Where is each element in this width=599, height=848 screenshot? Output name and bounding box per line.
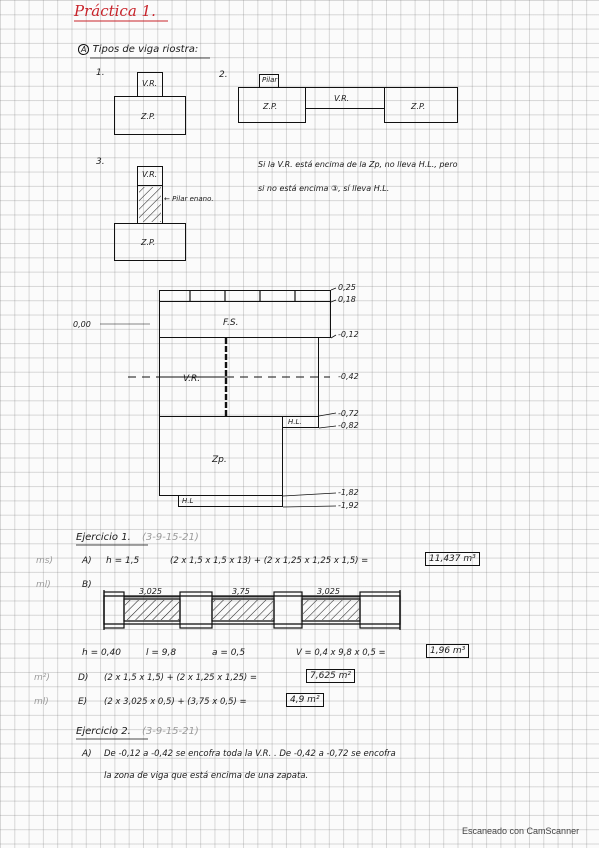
ex1-a-expr: (2 x 1,5 x 1,5 x 13) + (2 x 1,25 x 1,25 … [170,556,369,566]
ex1-d-label: D) [78,673,89,683]
margin-e: ml) [34,697,49,707]
ex1-a-label: A) [82,556,92,566]
pilar-enano-hatch [139,187,161,222]
ex2-line-1: De -0,12 a -0,42 se encofra toda la V.R.… [104,749,396,759]
type-2-number: 2. [219,70,228,80]
ejercicio-2-ref: (3-9-15-21) [141,726,199,737]
ex2-a-label: A) [82,749,92,759]
ex1-a-result: 11,437 m³ [425,552,480,566]
plan-hatch-3 [303,600,359,620]
zero-level: 0,00 [73,320,91,329]
type-2-zp-right [384,87,458,123]
level-minus-1-82: -1,82 [338,488,359,497]
ex1-e-expr: (2 x 3,025 x 0,5) + (3,75 x 0,5) = [104,697,247,707]
note-line-1: Si la V.R. está encima de la Zp, no llev… [258,160,458,169]
fs-label: F.S. [223,318,239,328]
ejercicio-1-heading: Ejercicio 1. (3-9-15-21) [76,532,199,543]
margin-a: ms) [36,556,53,566]
margin-d: m²) [34,673,50,683]
hl-bottom [178,495,283,507]
type-1-vr-label: V.R. [142,79,158,88]
page-title: Práctica 1. [74,2,156,20]
ejercicio-2-title: Ejercicio 2. [76,726,131,737]
type-1-zp [114,96,186,135]
type-3-zp-label: Z.P. [141,238,156,247]
hl-label: H.L. [288,418,302,426]
ex1-b-result: 1,96 m³ [426,644,470,658]
ex1-b-label: B) [82,580,92,590]
level-minus-0-82: -0,82 [338,421,359,430]
ex1-b-a: a = 0,5 [212,648,246,658]
level-minus-1-92: -1,92 [338,501,359,510]
ex1-b-h: h = 0,40 [82,648,122,658]
type-3-number: 3. [96,157,105,167]
slab-ticks [189,290,296,302]
ex1-e-label: E) [78,697,88,707]
ex1-d-expr: (2 x 1,5 x 1,5) + (2 x 1,25 x 1,25) = [104,673,258,683]
ex1-e-result: 4,9 m² [286,693,324,707]
level-minus-0-12: -0,12 [338,330,359,339]
type-2-vr-label: V.R. [334,94,350,103]
scanner-footer: Escaneado con CamScanner [462,826,580,836]
ex1-b-l: l = 9,8 [146,648,177,658]
level-minus-0-42: -0,42 [338,372,359,381]
type-2-pilar-label: Pilar [262,76,278,84]
level-minus-0-72: -0,72 [338,409,359,418]
plan-zapatas [103,591,401,629]
note-line-2: si no está encima ③, sí lleva H.L. [258,184,390,193]
level-0-25: 0,25 [338,283,356,292]
ex1-a-h: h = 1,5 [106,556,140,566]
zp-label: Zp. [212,455,227,465]
ejercicio-1-ref: (3-9-15-21) [141,532,199,543]
dim-1: 3,025 [139,587,162,596]
type-3-vr-label: V.R. [142,170,158,179]
plan-hatch-1 [125,600,179,620]
type-1-number: 1. [96,68,105,78]
hl-bottom-label: H.L [182,497,194,505]
margin-b: ml) [36,580,51,590]
section-a-heading: A Tipos de viga riostra: [78,44,198,55]
ex2-line-2: la zona de viga que está encima de una z… [104,771,309,781]
level-0-18: 0,18 [338,295,356,304]
section-a-heading-text: Tipos de viga riostra: [92,44,199,55]
ex1-b-v: V = 0,4 x 9,8 x 0,5 = [296,648,386,658]
ejercicio-1-title: Ejercicio 1. [76,532,131,543]
plan-hatch-2 [213,600,273,620]
level-ticks [282,287,337,508]
ex1-d-result: 7,625 m² [306,669,356,683]
type-3-zp [114,223,186,261]
type-2-zp-right-label: Z.P. [411,102,426,111]
type-1-zp-label: Z.P. [141,112,156,121]
dim-3: 3,025 [317,587,340,596]
vr-label: V.R. [183,374,201,384]
dim-2: 3,75 [232,587,250,596]
type-2-zp-left-label: Z.P. [263,102,278,111]
type-3-pilar-enano-label: ← Pilar enano. [164,195,214,203]
ejercicio-2-heading: Ejercicio 2. (3-9-15-21) [76,726,199,737]
